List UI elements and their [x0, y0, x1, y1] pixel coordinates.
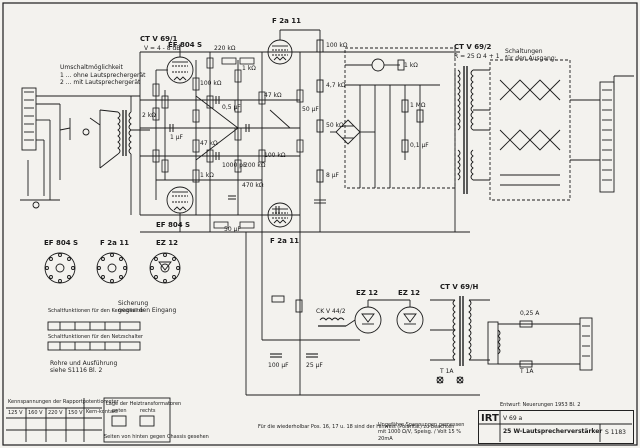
value-1: 1 kΩ: [242, 65, 256, 72]
output-connector: [599, 81, 615, 193]
base-f2a11: [96, 252, 128, 284]
tube-ef804s-top: [166, 56, 194, 84]
rectifier-ez12-left: [354, 306, 382, 334]
value-22: 25 µF: [306, 362, 323, 369]
note-input-switch: Umschaltmöglichkeit: [60, 64, 123, 71]
base-ez12: [149, 252, 181, 284]
note-fuse-mid: T 1A: [440, 368, 454, 375]
note-mounting-left: unten: [112, 408, 127, 414]
note-mounting-title: Lage der Heiztransformatoren: [106, 401, 182, 407]
value-23: 50 µF: [224, 226, 241, 233]
label-rect-right: EZ 12: [398, 289, 421, 297]
label-driver-top: F 2a 11: [272, 17, 301, 25]
value-2: 100 kΩ: [200, 80, 222, 87]
table-cell-0: 125 V: [8, 410, 23, 416]
value-18: 1 MΩ: [410, 102, 426, 109]
note-mounting-right: rechts: [140, 408, 156, 414]
value-8: 200 kΩ: [244, 162, 266, 169]
label-amp-left-sub: V = 4 - 8 dB: [144, 45, 181, 52]
note-table-title: Kennspannungen der Rapportpotentiometer: [8, 399, 119, 405]
note-stamp: Entwurf: Neuerungen 1953 Bl. 2: [500, 402, 581, 408]
value-12: 100 kΩ: [264, 152, 286, 159]
label-base-f2a: F 2a 11: [100, 239, 129, 247]
title-block: IRT V 69 a 25 W-Lautsprecherverstärker S…: [478, 410, 634, 444]
note-scheme-b: Schaltfunktionen für den Netzschalter: [48, 334, 143, 340]
note-input-switch-opt1: 1 ... ohne Lautsprechergerät: [60, 72, 146, 79]
title-number: S 1183: [605, 429, 626, 436]
note-fuse-top: 0,25 A: [520, 310, 540, 317]
note-sub2: siehe S1116 Bl. 2: [50, 367, 103, 374]
value-6: 50 µF: [302, 106, 319, 113]
table-cell-1: 160 V: [28, 410, 43, 416]
value-15: 4,7 kΩ: [326, 82, 346, 89]
note-ctrl-b: gegen den Eingang: [118, 307, 177, 314]
label-power-transformer: CT V 69/H: [440, 283, 479, 291]
tube-f2a11-bottom: [267, 202, 293, 228]
value-3: 47 kΩ: [264, 92, 282, 99]
title-name: 25 W-Lautsprecherverstärker: [503, 428, 603, 435]
value-0: 220 kΩ: [214, 45, 236, 52]
value-5: 1 µF: [170, 134, 183, 141]
note-sub: Rohre und Ausführung: [50, 360, 118, 367]
label-tube-bottom: EF 804 S: [156, 221, 191, 229]
value-20: 1 kΩ: [404, 62, 418, 69]
note-mounting-caption: Seiten von hinten gegen Chassis gesehen: [104, 434, 209, 440]
label-tube-top: EF 804 S: [168, 41, 203, 49]
label-rect-left: EZ 12: [356, 289, 379, 297]
label-driver-bottom: F 2a 11: [270, 237, 299, 245]
value-7: 47 kΩ: [200, 140, 218, 147]
value-13: 470 kΩ: [242, 182, 264, 189]
input-connector: [21, 87, 37, 151]
value-10: 1000 pF: [222, 162, 247, 169]
note-voltage: Ungefähre Spannungen gemessen mit 1000 Ω…: [378, 422, 465, 442]
value-11: 1 kΩ: [200, 172, 214, 179]
note-bottom-center: Für die wiederholbar Pos. 16, 17 u. 18 s…: [258, 424, 455, 430]
label-base-ef: EF 804 S: [44, 239, 79, 247]
note-table-col-hdr: Kern-kontakt: [86, 409, 118, 415]
label-out-transformer: CT V 69/2: [454, 43, 492, 51]
value-17: 8 µF: [326, 172, 339, 179]
table-cell-2: 220 V: [48, 410, 63, 416]
note-scheme-a: Schaltfunktionen für den Kennschalter: [48, 308, 145, 314]
tube-ef804s-bottom: [166, 186, 194, 214]
label-choke: CK V 44/2: [316, 308, 346, 315]
rectifier-ez12-right: [396, 306, 424, 334]
note-input-switch-opt2: 2 ... mit Lautsprechergerät: [60, 79, 141, 86]
label-outputs-caption: Schaltungen für den Ausgang:: [505, 48, 557, 62]
title-drawing: V 69 a: [503, 415, 523, 422]
value-9: 2 kΩ: [142, 112, 156, 119]
label-amp-left: CT V 69/1: [140, 35, 178, 43]
base-ef804s: [44, 252, 76, 284]
value-14: 100 kΩ: [326, 42, 348, 49]
value-19: 0,1 µF: [410, 142, 429, 149]
value-4: 0,5 µF: [222, 104, 241, 111]
title-brand: IRT: [481, 413, 499, 424]
value-21: 100 µF: [268, 362, 289, 369]
note-ctrl-a: Sicherung: [118, 300, 149, 307]
table-cell-3: 150 V: [68, 410, 83, 416]
value-16: 50 kΩ: [326, 122, 344, 129]
note-fuse-bottom: T 1A: [520, 368, 534, 375]
label-out-transformer-sub: R = 25 Ω 4 + 1: [454, 53, 500, 60]
label-base-ez: EZ 12: [156, 239, 179, 247]
